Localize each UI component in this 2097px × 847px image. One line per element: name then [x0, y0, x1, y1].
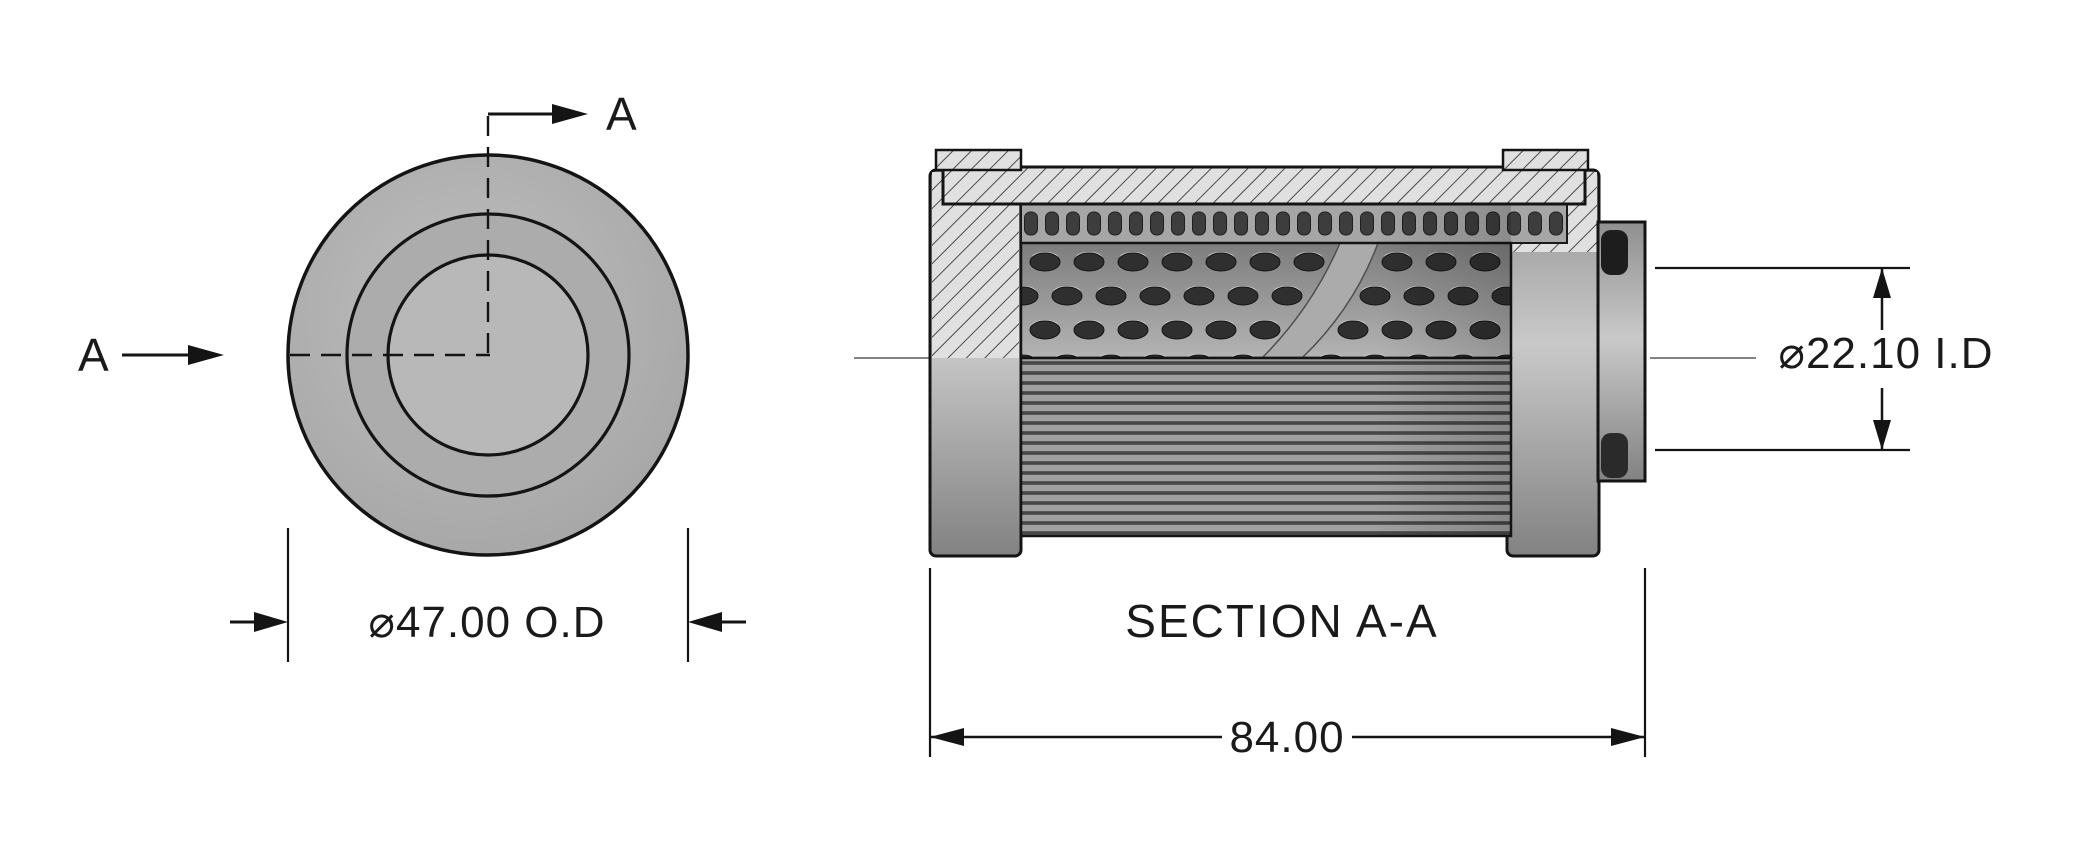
od-arrow-right-head-icon [688, 612, 722, 632]
cut-label-left: A [78, 329, 109, 381]
id-arrow-up-icon [1873, 268, 1891, 298]
section-view: ⌀22.10 I.D 84.00 SECTION A-A [854, 148, 2018, 762]
right-cap-flange-tab [1501, 148, 1590, 172]
cut-arrow-left-head-icon [188, 345, 224, 365]
section-cut-indicator-top: A [488, 88, 637, 140]
length-dimension-text: 84.00 [1229, 713, 1344, 762]
id-dimension-text: ⌀22.10 I.D [1778, 329, 1993, 378]
length-dimension: 84.00 [928, 568, 1647, 762]
length-arrow-right-icon [1611, 728, 1645, 746]
od-dimension: ⌀47.00 O.D [230, 528, 746, 662]
left-cap-flange-tab [934, 148, 1023, 172]
od-dimension-text: ⌀47.00 O.D [368, 598, 605, 647]
cylinder-shading [1021, 204, 1511, 536]
outer-shell-hatch-band [941, 165, 1587, 206]
seal-ring-bottom [1601, 433, 1628, 478]
section-cut-indicator-left: A [78, 329, 224, 381]
length-arrow-left-icon [930, 728, 964, 746]
section-title: SECTION A-A [1125, 595, 1438, 647]
id-text-mask [1756, 332, 2018, 380]
end-view: A A ⌀47.00 O.D [78, 88, 746, 662]
id-arrow-down-icon [1873, 420, 1891, 450]
seal-ring-top [1601, 230, 1628, 275]
cut-label-top: A [606, 88, 637, 140]
od-arrow-left-head-icon [254, 612, 288, 632]
id-dimension: ⌀22.10 I.D [1655, 266, 2018, 452]
cut-arrow-top-head-icon [552, 104, 588, 124]
